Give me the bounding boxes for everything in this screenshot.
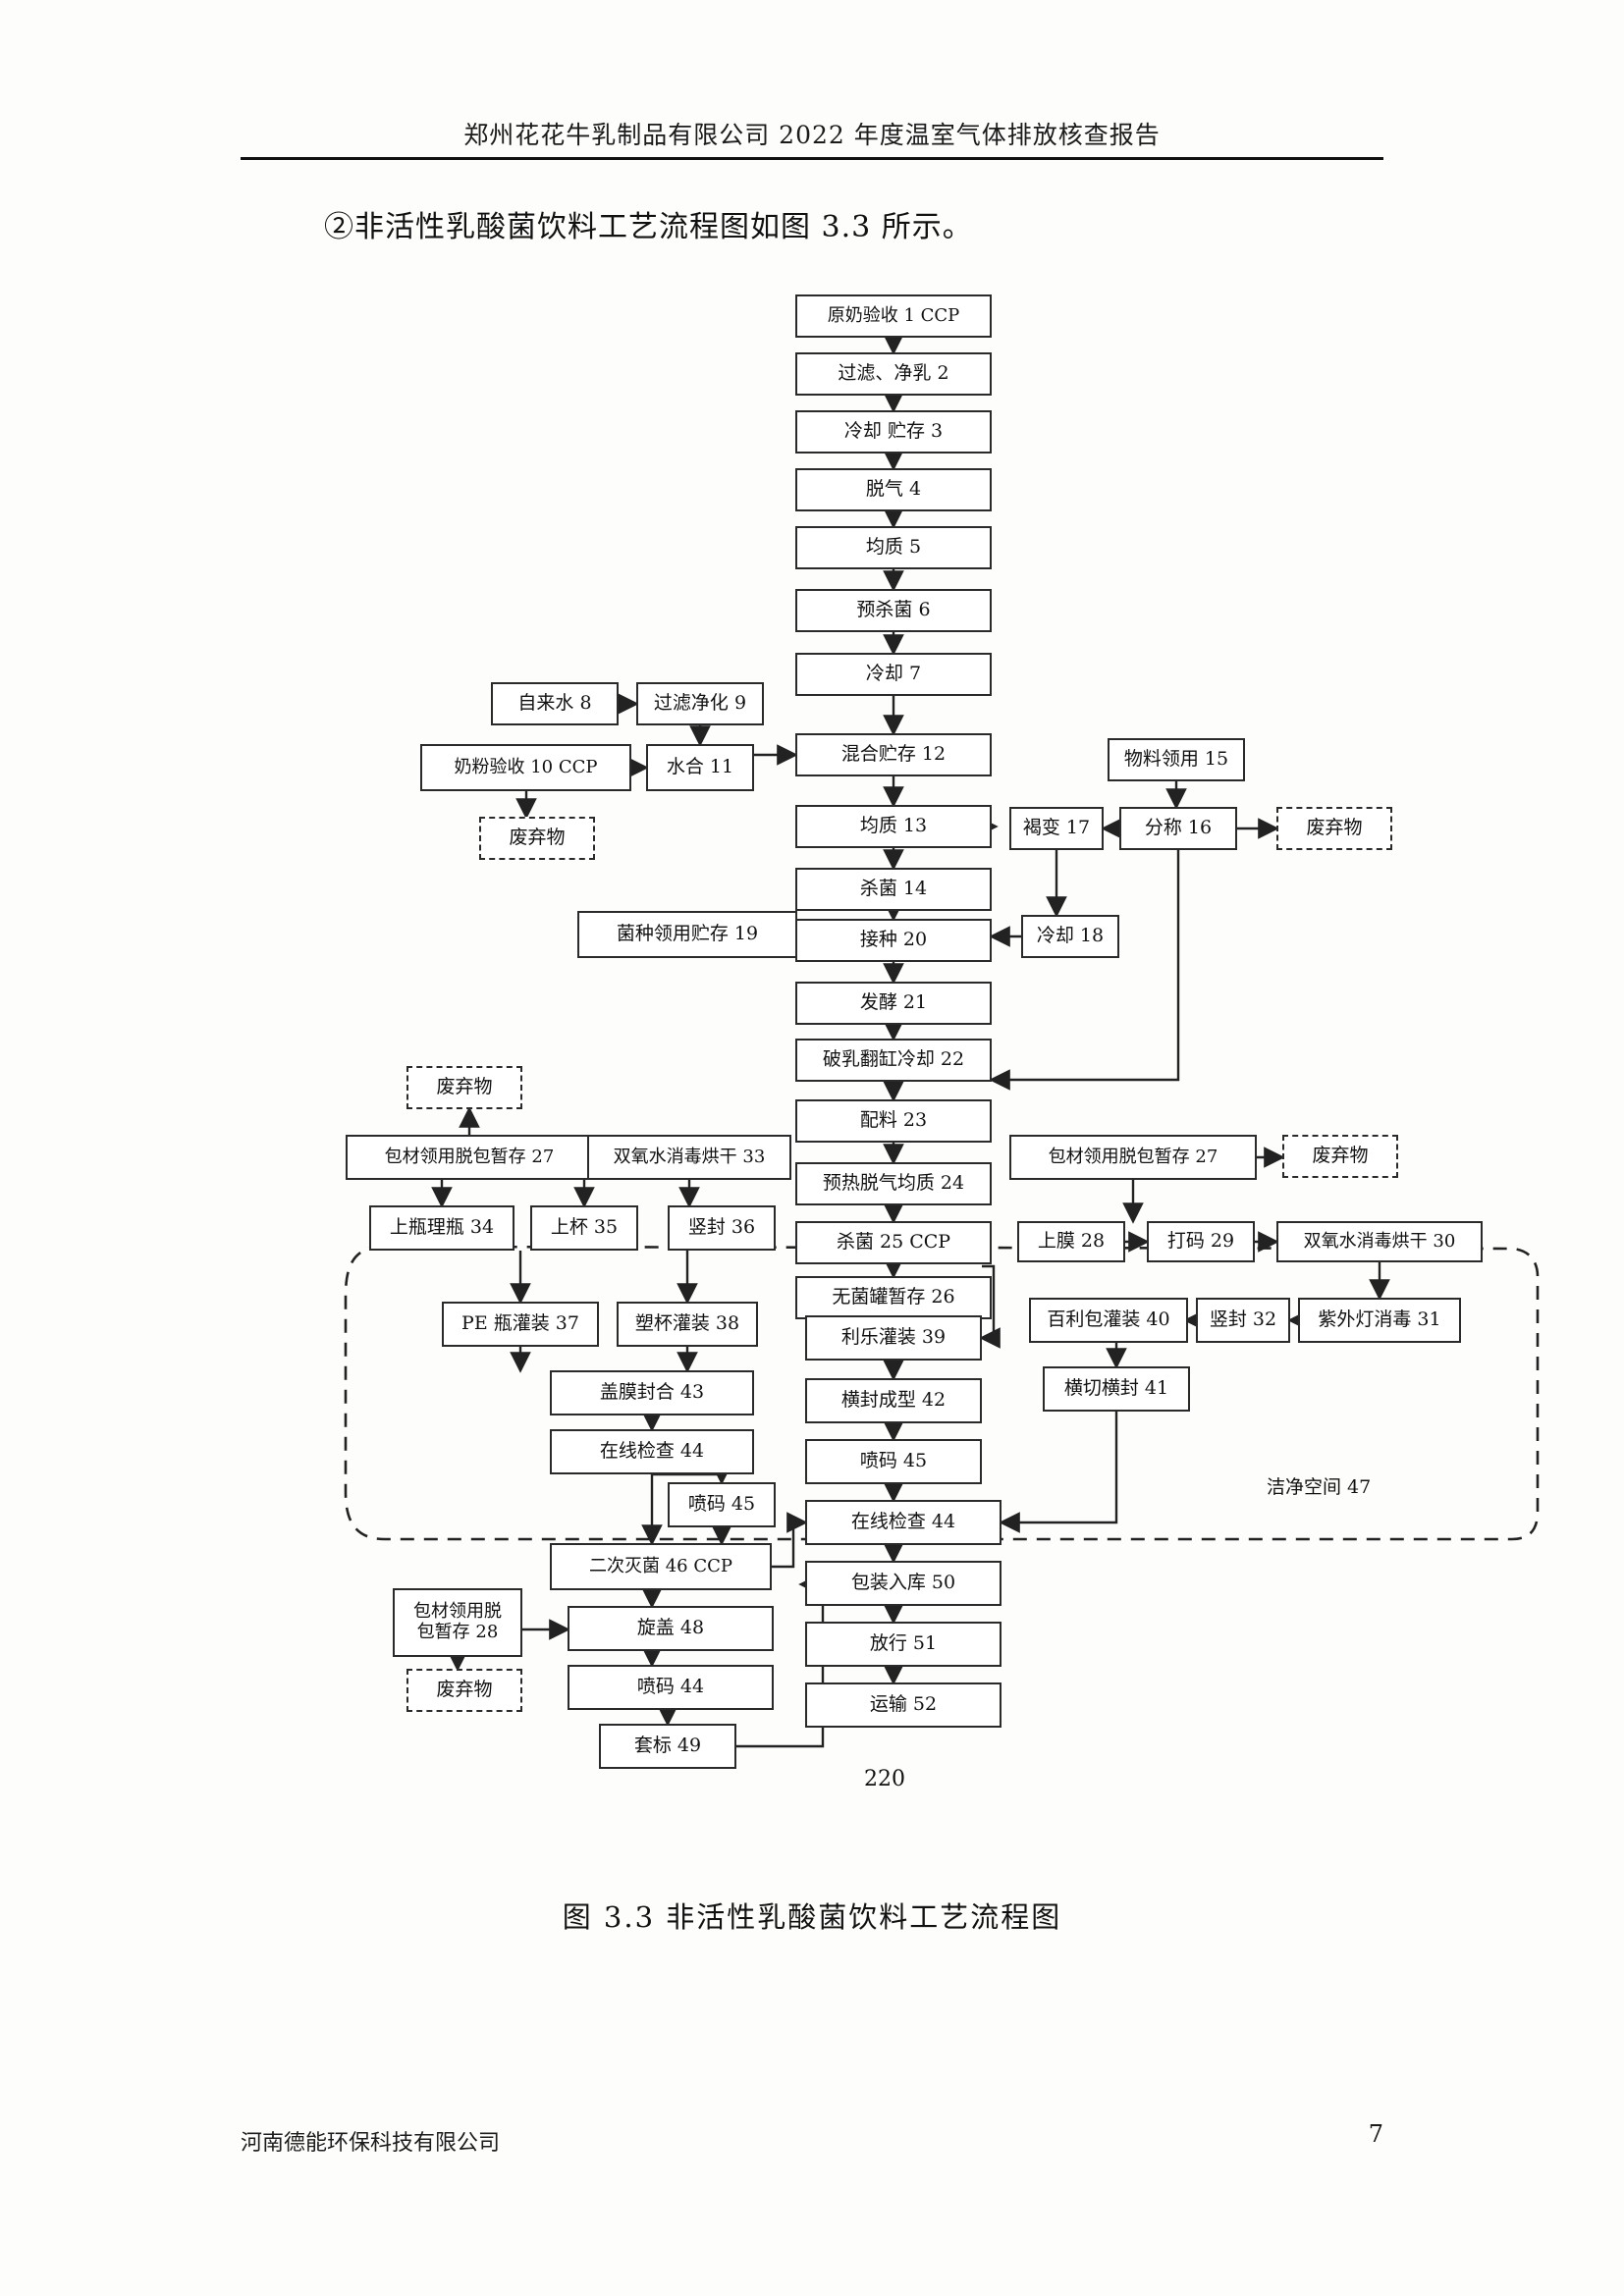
- process-node: 杀菌 25 CCP: [795, 1221, 992, 1264]
- process-node: 原奶验收 1 CCP: [795, 294, 992, 338]
- process-node: 预热脱气均质 24: [795, 1162, 992, 1205]
- process-node: 竖封 36: [668, 1205, 776, 1251]
- figure-page-marker: 220: [864, 1767, 905, 1791]
- process-node: 过滤、净乳 2: [795, 352, 992, 396]
- process-node: 包材领用脱包暂存 28: [393, 1588, 522, 1657]
- process-node: 冷却 贮存 3: [795, 410, 992, 454]
- process-node: 混合贮存 12: [795, 733, 992, 776]
- process-node: 喷码 45: [668, 1482, 776, 1527]
- running-head: 郑州花花牛乳制品有限公司 2022 年度温室气体排放核查报告: [463, 121, 1161, 149]
- process-node: 百利包灌装 40: [1029, 1298, 1188, 1343]
- intro-paragraph: ②非活性乳酸菌饮料工艺流程图如图 3.3 所示。: [324, 210, 973, 244]
- process-node: 上瓶理瓶 34: [369, 1205, 514, 1251]
- footer-page-number: 7: [1368, 2120, 1383, 2148]
- process-node: 均质 13: [795, 805, 992, 848]
- process-node: 盖膜封合 43: [550, 1370, 754, 1415]
- process-node: 二次灭菌 46 CCP: [550, 1543, 772, 1590]
- process-node: 无菌罐暂存 26: [795, 1276, 992, 1319]
- process-node: 褐变 17: [1009, 807, 1104, 850]
- process-node: 喷码 44: [568, 1665, 774, 1710]
- process-node: 奶粉验收 10 CCP: [420, 744, 631, 791]
- process-node: 运输 52: [805, 1682, 1001, 1728]
- process-node: 喷码 45: [805, 1439, 982, 1484]
- process-node: 放行 51: [805, 1622, 1001, 1667]
- process-node: 包装入库 50: [805, 1561, 1001, 1606]
- process-node: 竖封 32: [1196, 1298, 1290, 1343]
- waste-node: 废弃物: [1276, 807, 1392, 850]
- process-node: 脱气 4: [795, 468, 992, 511]
- clean-room-label: 洁净空间 47: [1267, 1476, 1372, 1498]
- process-node: 配料 23: [795, 1099, 992, 1143]
- process-node: 上膜 28: [1017, 1221, 1125, 1262]
- process-node: 均质 5: [795, 526, 992, 569]
- process-node: 上杯 35: [530, 1205, 638, 1251]
- process-node: 自来水 8: [491, 682, 619, 725]
- waste-node: 废弃物: [406, 1669, 522, 1712]
- process-node: 打码 29: [1147, 1221, 1255, 1262]
- waste-node: 废弃物: [406, 1066, 522, 1109]
- process-node: 分称 16: [1119, 807, 1237, 850]
- process-node: 在线检查 44: [805, 1500, 1001, 1545]
- process-node: 破乳翻缸冷却 22: [795, 1039, 992, 1082]
- process-node: 紫外灯消毒 31: [1298, 1298, 1461, 1343]
- header-rule: [241, 157, 1383, 160]
- process-node: 冷却 18: [1021, 915, 1119, 958]
- process-node: 冷却 7: [795, 653, 992, 696]
- waste-node: 废弃物: [1282, 1135, 1398, 1178]
- process-node: 过滤净化 9: [636, 682, 764, 725]
- process-node: 双氧水消毒烘干 33: [587, 1135, 791, 1180]
- process-node: 包材领用脱包暂存 27: [1009, 1135, 1257, 1180]
- waste-node: 废弃物: [479, 817, 595, 860]
- process-node: PE 瓶灌装 37: [442, 1302, 599, 1347]
- process-node: 包材领用脱包暂存 27: [346, 1135, 593, 1180]
- process-node: 预杀菌 6: [795, 589, 992, 632]
- figure-caption: 图 3.3 非活性乳酸菌饮料工艺流程图: [562, 1900, 1062, 1934]
- process-node: 在线检查 44: [550, 1429, 754, 1474]
- process-node: 菌种领用贮存 19: [577, 911, 797, 958]
- process-node: 物料领用 15: [1108, 738, 1245, 781]
- process-node: 接种 20: [795, 919, 992, 962]
- process-node: 水合 11: [646, 744, 754, 791]
- footer-company: 河南德能环保科技有限公司: [241, 2131, 501, 2156]
- process-node: 套标 49: [599, 1724, 736, 1769]
- process-node: 横封成型 42: [805, 1378, 982, 1423]
- process-node: 塑杯灌装 38: [617, 1302, 758, 1347]
- process-node: 发酵 21: [795, 982, 992, 1025]
- process-node: 横切横封 41: [1043, 1366, 1190, 1412]
- process-node: 旋盖 48: [568, 1606, 774, 1651]
- process-node: 杀菌 14: [795, 868, 992, 911]
- process-node: 双氧水消毒烘干 30: [1276, 1221, 1483, 1262]
- process-node: 利乐灌装 39: [805, 1315, 982, 1361]
